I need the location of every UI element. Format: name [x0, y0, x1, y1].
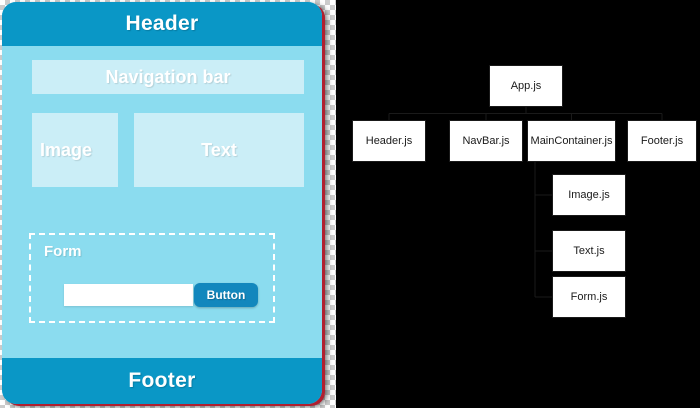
tree-node-label: Image.js — [568, 189, 610, 201]
mockup-header-bar[interactable]: Header — [2, 2, 322, 46]
tree-node-header[interactable]: Header.js — [352, 120, 426, 162]
mockup-footer-bar[interactable]: Footer — [2, 358, 322, 404]
mockup-form-region[interactable]: Form Button — [29, 233, 275, 323]
mockup-form-label: Form — [44, 243, 82, 260]
mockup-header-label: Header — [125, 12, 199, 35]
tree-node-text[interactable]: Text.js — [552, 230, 626, 272]
tree-node-label: NavBar.js — [462, 135, 510, 147]
tree-node-image[interactable]: Image.js — [552, 174, 626, 216]
tree-node-label: Footer.js — [640, 135, 684, 147]
mockup-footer-label: Footer — [128, 369, 196, 392]
tree-node-maincontainer[interactable]: MainContainer.js — [527, 120, 616, 162]
mockup-image-block[interactable]: Image — [32, 113, 118, 187]
mockup-body: Navigation bar Image Text Form Button — [2, 46, 322, 358]
mockup-navigation-bar[interactable]: Navigation bar — [32, 60, 304, 94]
tree-node-footer[interactable]: Footer.js — [627, 120, 697, 162]
tree-node-navbar[interactable]: NavBar.js — [449, 120, 523, 162]
tree-node-form[interactable]: Form.js — [552, 276, 626, 318]
tree-node-label: Form.js — [570, 291, 608, 303]
mockup-form-submit-button[interactable]: Button — [194, 283, 258, 307]
tree-node-label: MainContainer.js — [530, 135, 613, 147]
tree-node-label: Text.js — [573, 245, 605, 257]
mockup-form-text-input[interactable] — [64, 284, 193, 306]
mockup-text-block[interactable]: Text — [134, 113, 304, 187]
tree-node-label: Header.js — [365, 135, 413, 147]
mockup-image-block-label: Image — [40, 139, 93, 160]
mockup-navigation-bar-label: Navigation bar — [105, 66, 231, 87]
mockup-text-block-label: Text — [201, 139, 237, 160]
tree-node-app[interactable]: App.js — [489, 65, 563, 107]
tree-connector-lines — [388, 107, 663, 298]
tree-node-label: App.js — [510, 80, 542, 92]
wireframe-mockup-card[interactable]: Header Navigation bar Image Text Form Bu… — [2, 2, 322, 404]
